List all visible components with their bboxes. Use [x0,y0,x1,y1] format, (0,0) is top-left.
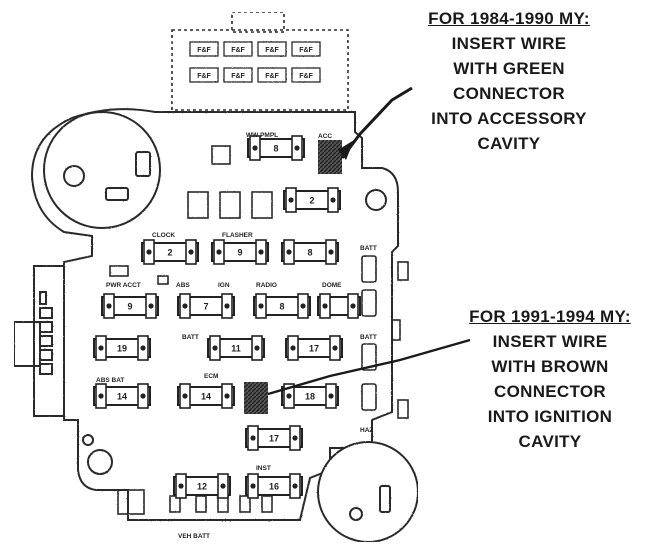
fuse-value-label: 12 [197,482,207,492]
fuse-value-label: 17 [269,434,279,444]
note-1984-1990-line: WITH GREEN [453,59,565,78]
fuse-r3-2: 11 [207,335,265,361]
label-abs-bat: ABS BAT [96,377,124,384]
fuse-panel-housing [30,108,399,521]
note-1984-1990: FOR 1984-1990 MY: INSERT WIRE WITH GREEN… [398,6,620,156]
fuse-row2: 2 [283,187,341,213]
fuse-value-label: 8 [273,144,278,154]
note-1991-1994-line: WITH BROWN [491,357,609,376]
mount-hole-right [365,189,387,211]
misc-components [109,145,273,515]
label-radio: RADIO [256,282,277,289]
fuse-value-label: 2 [167,248,172,258]
label-inst: INST [256,465,271,472]
pointer-line-bottom [267,338,471,396]
fuse-value-label: 14 [201,392,211,402]
right-edge-tabs [391,261,409,419]
label-abs: ABS [176,282,190,289]
accessory-cavity [318,140,342,174]
fuse-r4-2: 14 [177,383,235,409]
note-1991-1994-line: INSERT WIRE [492,332,608,351]
label-ecm: ECM [204,373,218,380]
left-side-connector [13,265,65,417]
fuse-radio: 8 [253,293,311,319]
fuse-value-label: 7 [203,302,208,312]
upper-slot-label: F&F [265,47,279,54]
fuse-r6-2: 16 [245,473,303,499]
fuse-layer: 8 2 2 9 8 9 7 8 19 11 17 14 14 18 17 12 16 [93,135,361,499]
label-clock: CLOCK [152,232,175,239]
fuse-r5-1: 17 [245,425,303,451]
label-haz: HAZ [360,427,373,434]
upper-slot-label: F&F [265,73,279,80]
fuse-value-label: 17 [309,344,319,354]
fuse-r4-3: 18 [281,383,339,409]
note-1984-1990-line: INSERT WIRE [451,34,567,53]
fuse-abs: 7 [177,293,235,319]
fuse-r6-1: 12 [173,473,231,499]
fuse-clock: 2 [141,239,199,265]
fuse-wiper: 8 [247,135,305,161]
mount-hole-bottom-left [87,449,113,475]
label-ign: IGN [218,282,230,289]
note-1991-1994: FOR 1991-1994 MY: INSERT WIRE WITH BROWN… [440,304,658,454]
fuse-r4-1: 14 [93,383,151,409]
label-pwr-acct: PWR ACCT [106,282,141,289]
note-1991-1994-heading: FOR 1991-1994 MY: [469,307,631,326]
fuse-value-label: 8 [307,248,312,258]
mount-hole-small [82,434,94,446]
note-1991-1994-line: CONNECTOR [494,382,606,401]
fuse-r3-3: 17 [285,335,343,361]
pointer-line-top-head [338,140,354,160]
left-round-socket [43,111,161,229]
fuse-dome2 [317,293,361,319]
upper-connector-block [171,11,349,111]
fuse-value-label: 2 [309,196,314,206]
panel-labels: WW PMPL ACC CLOCK FLASHER BATT PWR ACCT … [96,132,377,540]
fuse-value-label: 9 [237,248,242,258]
note-1991-1994-line: INTO IGNITION [487,407,613,426]
label-batt-1: BATT [360,245,377,252]
upper-slot-label: F&F [231,73,245,80]
label-dome: DOME [322,282,342,289]
label-batt-3: BATT [360,334,377,341]
upper-slot-label: F&F [231,47,245,54]
upper-slot-label: F&F [197,73,211,80]
upper-slot-label: F&F [197,47,211,54]
label-acc: ACC [318,133,332,140]
label-flasher: FLASHER [222,232,253,239]
upper-fuse-slots [189,41,321,83]
label-wwpump: WW PMPL [246,132,278,139]
fuse-flasher: 9 [211,239,269,265]
note-1984-1990-line: CAVITY [477,134,541,153]
note-1984-1990-heading: FOR 1984-1990 MY: [428,9,590,28]
fuse-value-label: 19 [117,344,127,354]
bottom-right-round-socket [317,441,419,543]
fuse-value-label: 8 [279,302,284,312]
label-vehicle-bat: VEH BATT [178,533,210,540]
upper-slot-label: F&F [299,73,313,80]
fuse-value-label: 14 [117,392,127,402]
fuse-pwr: 9 [101,293,159,319]
fuse-r3-1: 19 [93,335,151,361]
note-1984-1990-line: CONNECTOR [453,84,565,103]
note-1984-1990-line: INTO ACCESSORY [431,109,587,128]
fuse-radio-top: 8 [281,239,339,265]
label-batt-2: BATT [182,334,199,341]
right-vertical-slots [361,255,377,411]
upper-slot-label: F&F [299,47,313,54]
fuse-value-label: 18 [305,392,315,402]
ignition-cavity [244,382,268,414]
note-1991-1994-line: CAVITY [518,432,582,451]
fuse-value-label: 11 [231,344,241,354]
fuse-value-label: 9 [127,302,132,312]
fuse-value-label: 16 [269,482,279,492]
